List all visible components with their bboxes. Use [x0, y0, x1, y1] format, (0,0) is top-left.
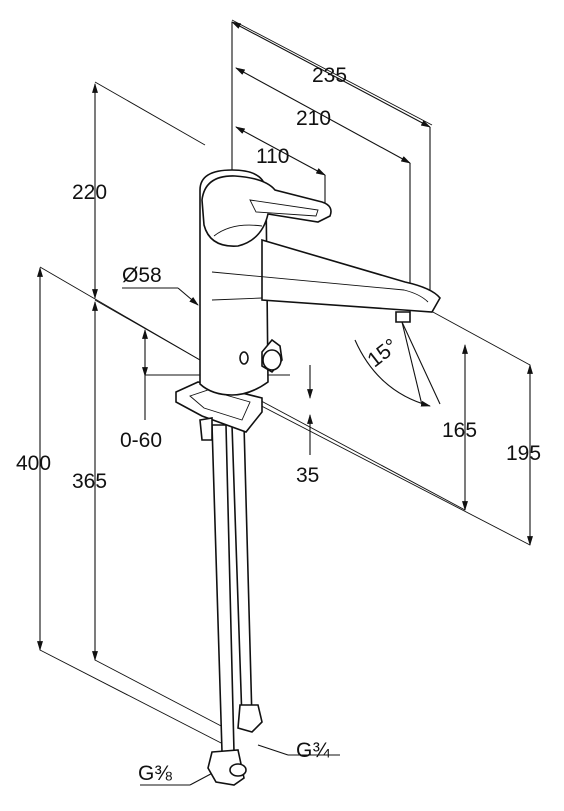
dim-195: 195	[506, 442, 541, 465]
dim-365: 365	[72, 470, 107, 493]
dim-35: 35	[296, 464, 319, 487]
dim-400: 400	[16, 452, 51, 475]
thread-g-3-4: G¾	[296, 739, 330, 762]
dim-165: 165	[442, 419, 477, 442]
extension-lines	[39, 19, 531, 746]
dim-235: 235	[312, 64, 347, 87]
dim-0-60: 0-60	[120, 429, 162, 452]
dim-210: 210	[296, 107, 331, 130]
dim-220: 220	[72, 181, 107, 204]
dim-110: 110	[256, 145, 289, 168]
thread-g-3-8: G⅜	[138, 762, 172, 785]
faucet-body	[175, 169, 441, 786]
dimension-lines	[37, 21, 533, 786]
dim-diameter-58: Ø58	[122, 264, 162, 287]
dimension-labels: 235 210 110 220 Ø58 15° 0-60 35 165 195 …	[16, 64, 541, 785]
dim-15-degrees: 15°	[363, 334, 402, 372]
